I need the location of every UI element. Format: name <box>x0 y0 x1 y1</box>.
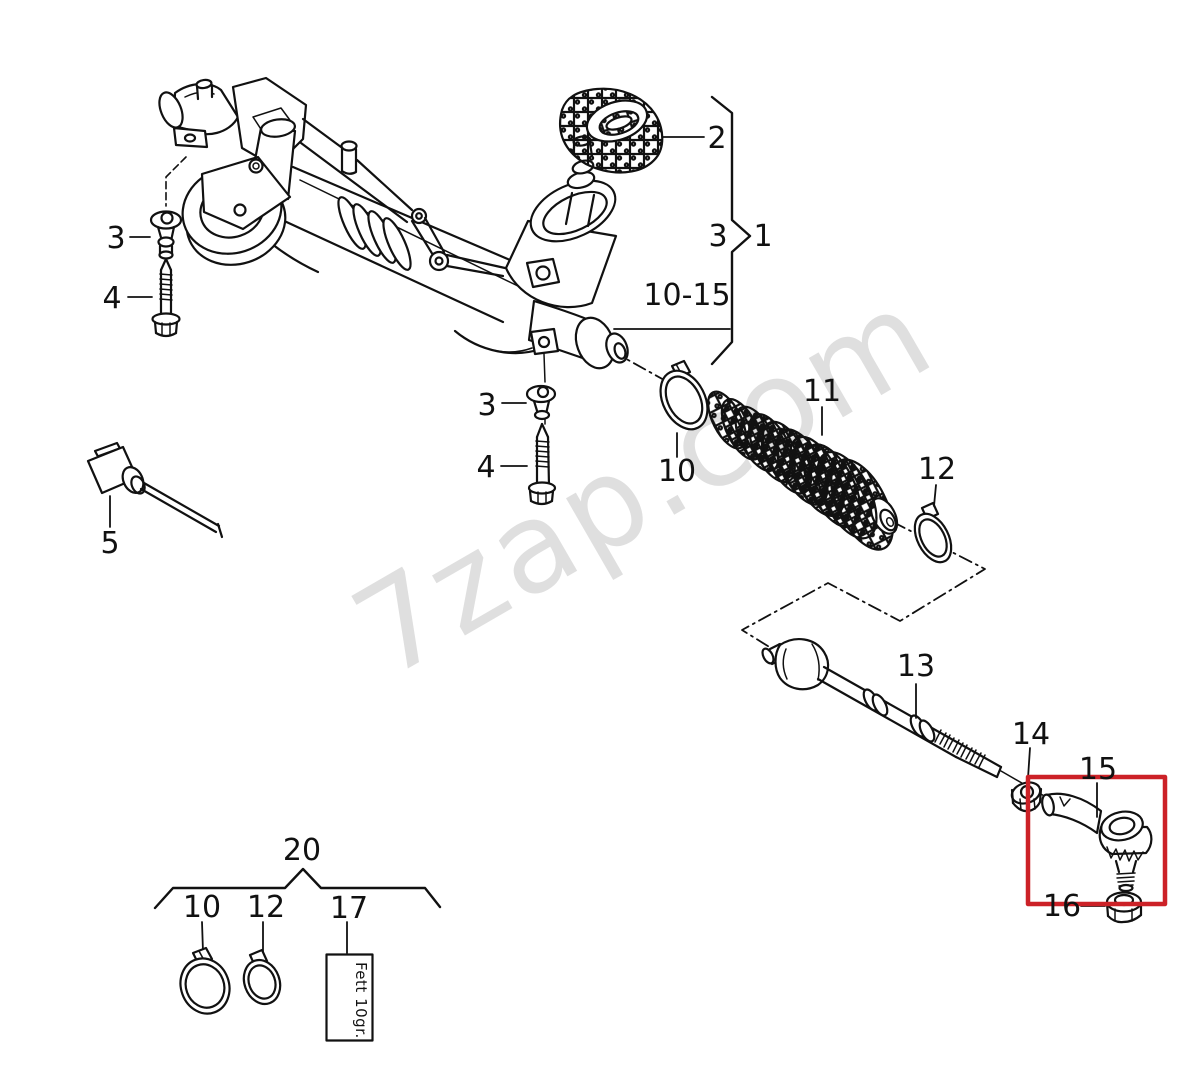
foam-seal-part2 <box>558 87 664 174</box>
kit-group-20: Fett 10gr. <box>153 867 442 1042</box>
callout-13[interactable]: 13 <box>897 649 935 684</box>
kit-clamp-10 <box>179 946 231 1015</box>
callout-10[interactable]: 10 <box>658 454 696 489</box>
callout-12[interactable]: 12 <box>918 452 956 487</box>
grease-pack-label: Fett 10gr. <box>352 962 370 1039</box>
clamp-part12 <box>913 501 953 564</box>
sensor-part5 <box>86 441 224 539</box>
callout-4-mid[interactable]: 4 <box>476 450 495 485</box>
callout-12-kit[interactable]: 12 <box>247 890 285 925</box>
nut-part16 <box>1105 891 1143 924</box>
callout-10-kit[interactable]: 10 <box>183 890 221 925</box>
callout-3-mid[interactable]: 3 <box>477 388 496 423</box>
grommet-bolt-left <box>149 210 183 338</box>
assembly-bracket <box>710 95 752 366</box>
grommet-bolt-mid <box>525 384 557 506</box>
tie-rod-end-part15 <box>1041 792 1153 893</box>
callout-14[interactable]: 14 <box>1012 717 1050 752</box>
callout-5[interactable]: 5 <box>100 526 119 561</box>
kit-clamp-12 <box>242 948 282 1006</box>
callout-1[interactable]: 1 <box>753 219 772 254</box>
callout-labels: 2 3 1 10-15 3 4 3 4 5 10 11 12 13 14 15 … <box>100 121 1117 926</box>
steering-gear-assembly <box>158 76 629 383</box>
callout-4-left[interactable]: 4 <box>102 281 121 316</box>
callout-17-kit[interactable]: 17 <box>330 891 368 926</box>
callout-16[interactable]: 16 <box>1043 889 1081 924</box>
kit-grease-pack-17: Fett 10gr. <box>325 953 374 1042</box>
callout-2[interactable]: 2 <box>707 121 726 156</box>
callout-15[interactable]: 15 <box>1079 752 1117 787</box>
callout-20[interactable]: 20 <box>283 833 321 868</box>
clamp-part10 <box>659 359 709 431</box>
boot-part11 <box>707 390 899 551</box>
callout-3-bracket[interactable]: 3 <box>708 219 727 254</box>
callout-11[interactable]: 11 <box>803 374 841 409</box>
callout-10-15[interactable]: 10-15 <box>643 278 730 313</box>
callout-3-left[interactable]: 3 <box>106 221 125 256</box>
inner-tie-rod-part13 <box>761 638 1047 798</box>
selected-part-highlight <box>1025 774 1168 907</box>
